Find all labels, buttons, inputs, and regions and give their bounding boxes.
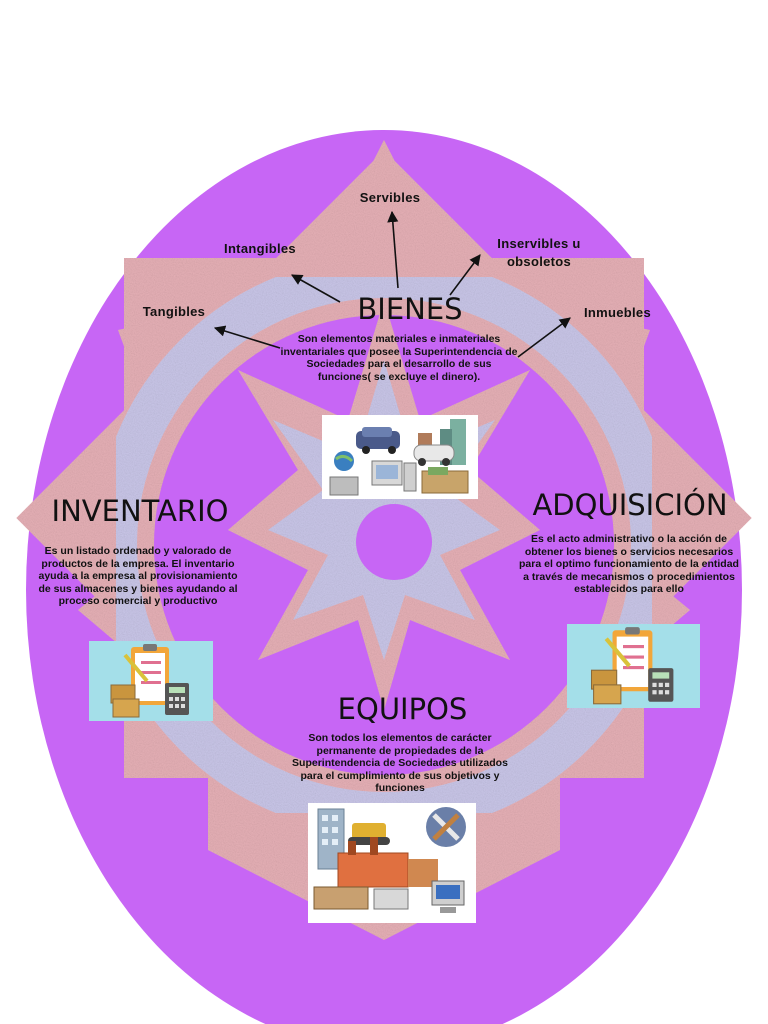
desk-icon xyxy=(313,886,409,910)
money-icon xyxy=(421,467,469,494)
bienes-title: BIENES xyxy=(357,292,463,326)
arrow-servibles xyxy=(387,210,399,289)
inventario-description: Es un listado ordenado y valorado de pro… xyxy=(38,545,238,607)
adquisicion-image xyxy=(567,624,700,708)
label-intangibles: Intangibles xyxy=(224,241,296,256)
center-disc xyxy=(356,504,432,580)
factory-icon xyxy=(337,837,438,888)
inventario-title: INVENTARIO xyxy=(51,494,229,528)
boxes-icon xyxy=(590,669,622,705)
computer-icon xyxy=(371,460,417,492)
bienes-description: Son elementos materiales e inmateriales … xyxy=(280,333,518,383)
bienes-arrows xyxy=(213,210,571,358)
pen-icon xyxy=(604,637,631,668)
tools-icon xyxy=(426,807,466,847)
equipos-image xyxy=(308,803,476,923)
label-inservibles: Inservibles u obsoletos xyxy=(497,236,581,269)
clipboard-icon xyxy=(131,644,169,705)
inventario-image xyxy=(89,641,213,721)
equipos-title: EQUIPOS xyxy=(337,692,468,726)
boxes-icon xyxy=(110,684,140,718)
adquisicion-description: Es el acto administrativo o la acción de… xyxy=(519,533,739,595)
arrow-tangibles xyxy=(213,325,281,349)
car-icon xyxy=(356,427,400,454)
equipos-description: Son todos los elementos de carácter perm… xyxy=(292,732,508,794)
calculator-icon xyxy=(165,683,189,715)
arrow-intangibles xyxy=(291,274,341,303)
label-inmuebles: Inmuebles xyxy=(584,305,651,320)
arrow-inservibles xyxy=(449,254,481,296)
globe-icon xyxy=(334,451,354,471)
bulldozer-icon xyxy=(348,823,390,845)
pen-icon xyxy=(123,653,149,683)
bienes-image xyxy=(322,415,478,499)
clipboard-icon xyxy=(612,627,653,692)
label-tangibles: Tangibles xyxy=(142,304,206,319)
white-car-icon xyxy=(413,444,455,466)
cabinet-icon xyxy=(329,476,359,496)
arrow-inmuebles xyxy=(517,317,571,358)
adquisicion-title: ADQUISICIÓN xyxy=(532,488,728,522)
label-servibles: Servibles xyxy=(359,190,421,205)
calculator-icon xyxy=(648,668,674,702)
computer-icon xyxy=(431,880,465,913)
